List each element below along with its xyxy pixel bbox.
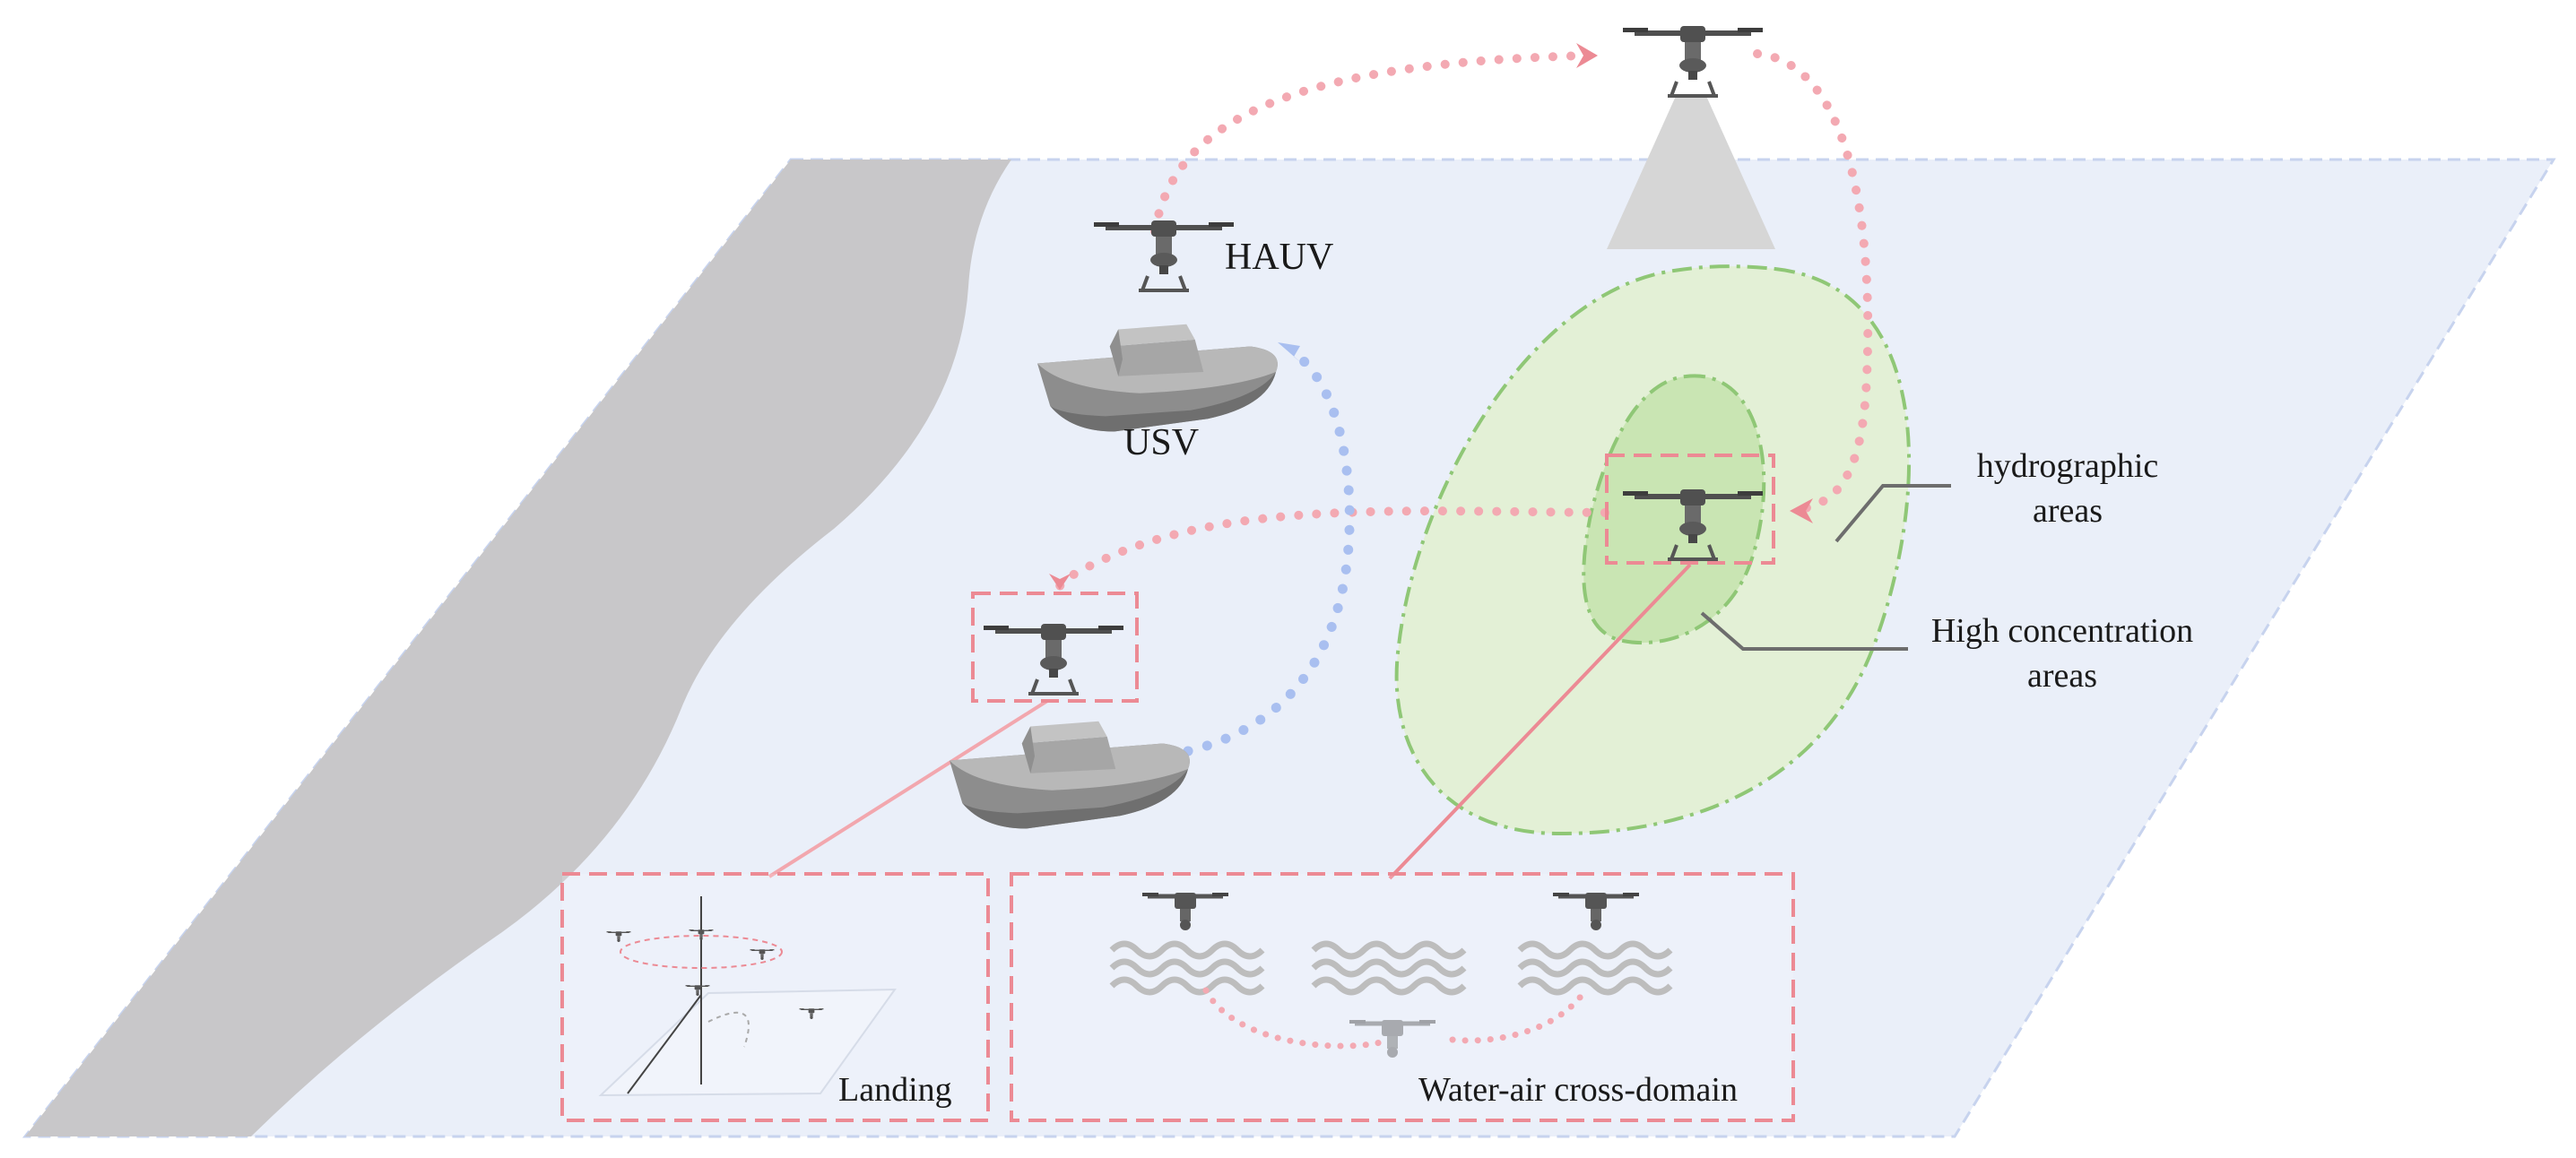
- landing-leader-line: [768, 699, 1049, 878]
- hydrographic-leader-line: [1834, 484, 1951, 543]
- high-concentration-leader-line: [1700, 611, 1908, 651]
- arrow-right-icon: [1576, 43, 1598, 68]
- landing-illustration: [598, 896, 897, 1097]
- hydrographic-label-line1: hydrographic: [1977, 447, 2159, 485]
- high-concentration-area: [1582, 374, 1766, 645]
- hauv-return-path: [1054, 506, 1609, 596]
- cross-domain-label: Water-air cross-domain: [1418, 1071, 1738, 1109]
- arrow-up-icon: [1278, 342, 1305, 366]
- usv-label: USV: [1123, 422, 1199, 463]
- high-concentration-label-line1: High concentration: [1931, 612, 2193, 650]
- hauv-flight-path: [1150, 51, 1592, 236]
- hovering-drone-icon: [1623, 26, 1763, 96]
- hauv-descent-path: [1753, 49, 1873, 514]
- arrow-left-icon: [1790, 498, 1813, 523]
- shoreline: [25, 160, 1011, 1136]
- water-waves-icon: [1314, 944, 1464, 992]
- cross-domain-leader-line: [1388, 563, 1692, 880]
- hotspot-drone-box: [1605, 454, 1775, 565]
- arrow-down-icon: [1049, 574, 1071, 590]
- hydrographic-label-line2: areas: [2033, 492, 2103, 530]
- water-waves-icon: [1520, 944, 1670, 992]
- landing-drone-box: [971, 592, 1139, 703]
- hauv-label: HAUV: [1225, 237, 1333, 278]
- sensor-beam-icon: [1607, 94, 1775, 249]
- landing-label: Landing: [838, 1071, 952, 1109]
- cross-domain-panel: [1010, 872, 1795, 1122]
- cross-domain-illustration: [1112, 893, 1670, 1058]
- usv-path: [1183, 346, 1355, 756]
- high-concentration-label-line2: areas: [2027, 657, 2097, 695]
- water-waves-icon: [1112, 944, 1262, 992]
